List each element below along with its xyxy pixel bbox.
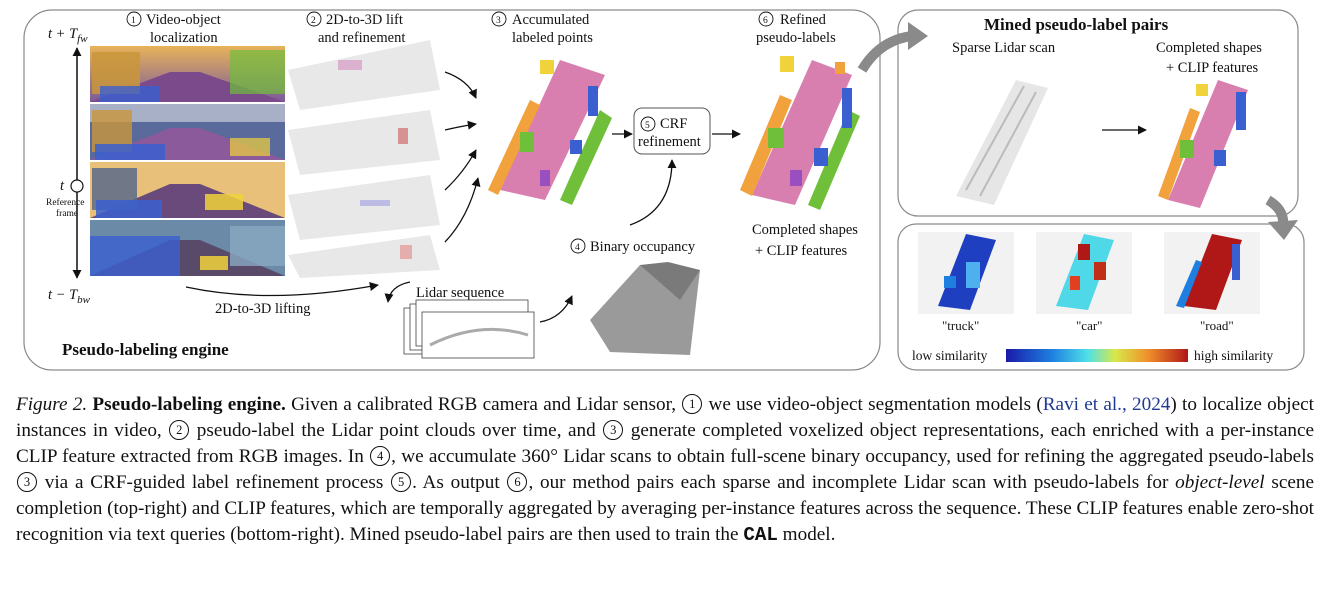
similarity-map-car — [1036, 232, 1132, 314]
engine-panel — [23, 9, 881, 371]
step5-label-2: refinement — [638, 134, 701, 150]
lifted-point-clouds — [288, 40, 440, 278]
step-ref: 1 — [682, 394, 703, 414]
step2-label-1: 2D-to-3D lift — [326, 12, 403, 28]
low-similarity-label: low similarity — [912, 348, 988, 363]
step1-number: 1 — [131, 16, 136, 26]
refined-pseudo-labels — [740, 56, 860, 210]
flow-arrow-down-icon — [1268, 220, 1298, 240]
accumulate-arrows — [444, 71, 481, 243]
figure-caption: Figure 2. Pseudo-labeling engine. Given … — [16, 394, 1315, 546]
figure-id: Figure 2. — [16, 394, 88, 415]
mined-panel — [897, 9, 1299, 217]
mined-title: Mined pseudo-label pairs — [984, 15, 1169, 34]
completed-label-1: Completed shapes — [752, 222, 858, 238]
step2-label-2: and refinement — [318, 30, 405, 46]
step-ref: 2 — [169, 420, 190, 440]
mined-completed-shapes — [1158, 80, 1248, 208]
time-mid-label: t — [60, 178, 65, 194]
step6-label-2: pseudo-labels — [756, 30, 836, 46]
lidar-sequence-stack — [403, 299, 535, 359]
time-bottom-label: t − Tbw — [48, 287, 91, 306]
step4-number: 4 — [575, 243, 580, 253]
mined-completed-label-2: + CLIP features — [1166, 60, 1259, 76]
reference-frame-marker — [70, 179, 84, 193]
similarity-panel — [897, 223, 1305, 371]
step1-label-2: localization — [150, 30, 218, 46]
video-frame — [90, 46, 285, 102]
model-name: CAL — [743, 524, 778, 546]
similarity-colorbar — [1006, 349, 1188, 362]
engine-title: Pseudo-labeling engine — [62, 340, 229, 359]
step5-number: 5 — [645, 121, 650, 131]
step-ref: 3 — [17, 472, 37, 492]
reference-label-2: frame — [56, 208, 78, 219]
step-ref: 5 — [391, 472, 412, 492]
query-truck: "truck" — [942, 318, 979, 333]
figure-2: Pseudo-labeling engine t + Tfw t Referen… — [23, 9, 1305, 371]
video-frame — [90, 162, 285, 218]
step6-number: 6 — [763, 16, 768, 26]
lidar-sequence-label: Lidar sequence — [416, 285, 504, 301]
video-frames — [90, 46, 285, 276]
time-top-label: t + Tfw — [48, 26, 88, 45]
step4-label: Binary occupancy — [590, 239, 696, 255]
step3-label-2: labeled points — [512, 30, 593, 46]
query-car: "car" — [1076, 318, 1102, 333]
step3-label-1: Accumulated — [512, 12, 590, 28]
accumulated-points — [488, 60, 612, 205]
sparse-lidar-scan — [956, 80, 1048, 205]
video-frame — [90, 220, 285, 276]
mined-completed-label-1: Completed shapes — [1156, 40, 1262, 56]
completed-label-2: + CLIP features — [755, 243, 848, 259]
lifting-label: 2D-to-3D lifting — [215, 301, 310, 317]
reference-label-1: Reference — [46, 197, 85, 208]
sparse-lidar-label: Sparse Lidar scan — [952, 40, 1056, 56]
similarity-map-truck — [918, 232, 1014, 314]
lifting-arrow — [185, 282, 379, 297]
step2-number: 2 — [311, 16, 316, 26]
step1-label-1: Video-object — [146, 12, 221, 28]
step-ref: 4 — [370, 446, 391, 466]
citation-link[interactable]: Ravi et al., 2024 — [1042, 394, 1171, 415]
caption-title: Pseudo-labeling engine. — [92, 394, 286, 415]
video-frame — [90, 104, 285, 160]
binary-occupancy — [590, 262, 700, 355]
step-ref: 3 — [603, 420, 624, 440]
step5-label-1: CRF — [660, 116, 687, 132]
high-similarity-label: high similarity — [1194, 348, 1273, 363]
similarity-map-road — [1164, 232, 1260, 314]
query-road: "road" — [1200, 318, 1234, 333]
step-ref: 6 — [507, 472, 528, 492]
step6-label-1: Refined — [780, 12, 827, 28]
caption-emphasis: object-level — [1175, 472, 1265, 493]
step3-number: 3 — [496, 16, 501, 26]
flow-arrow-icon — [908, 22, 928, 50]
